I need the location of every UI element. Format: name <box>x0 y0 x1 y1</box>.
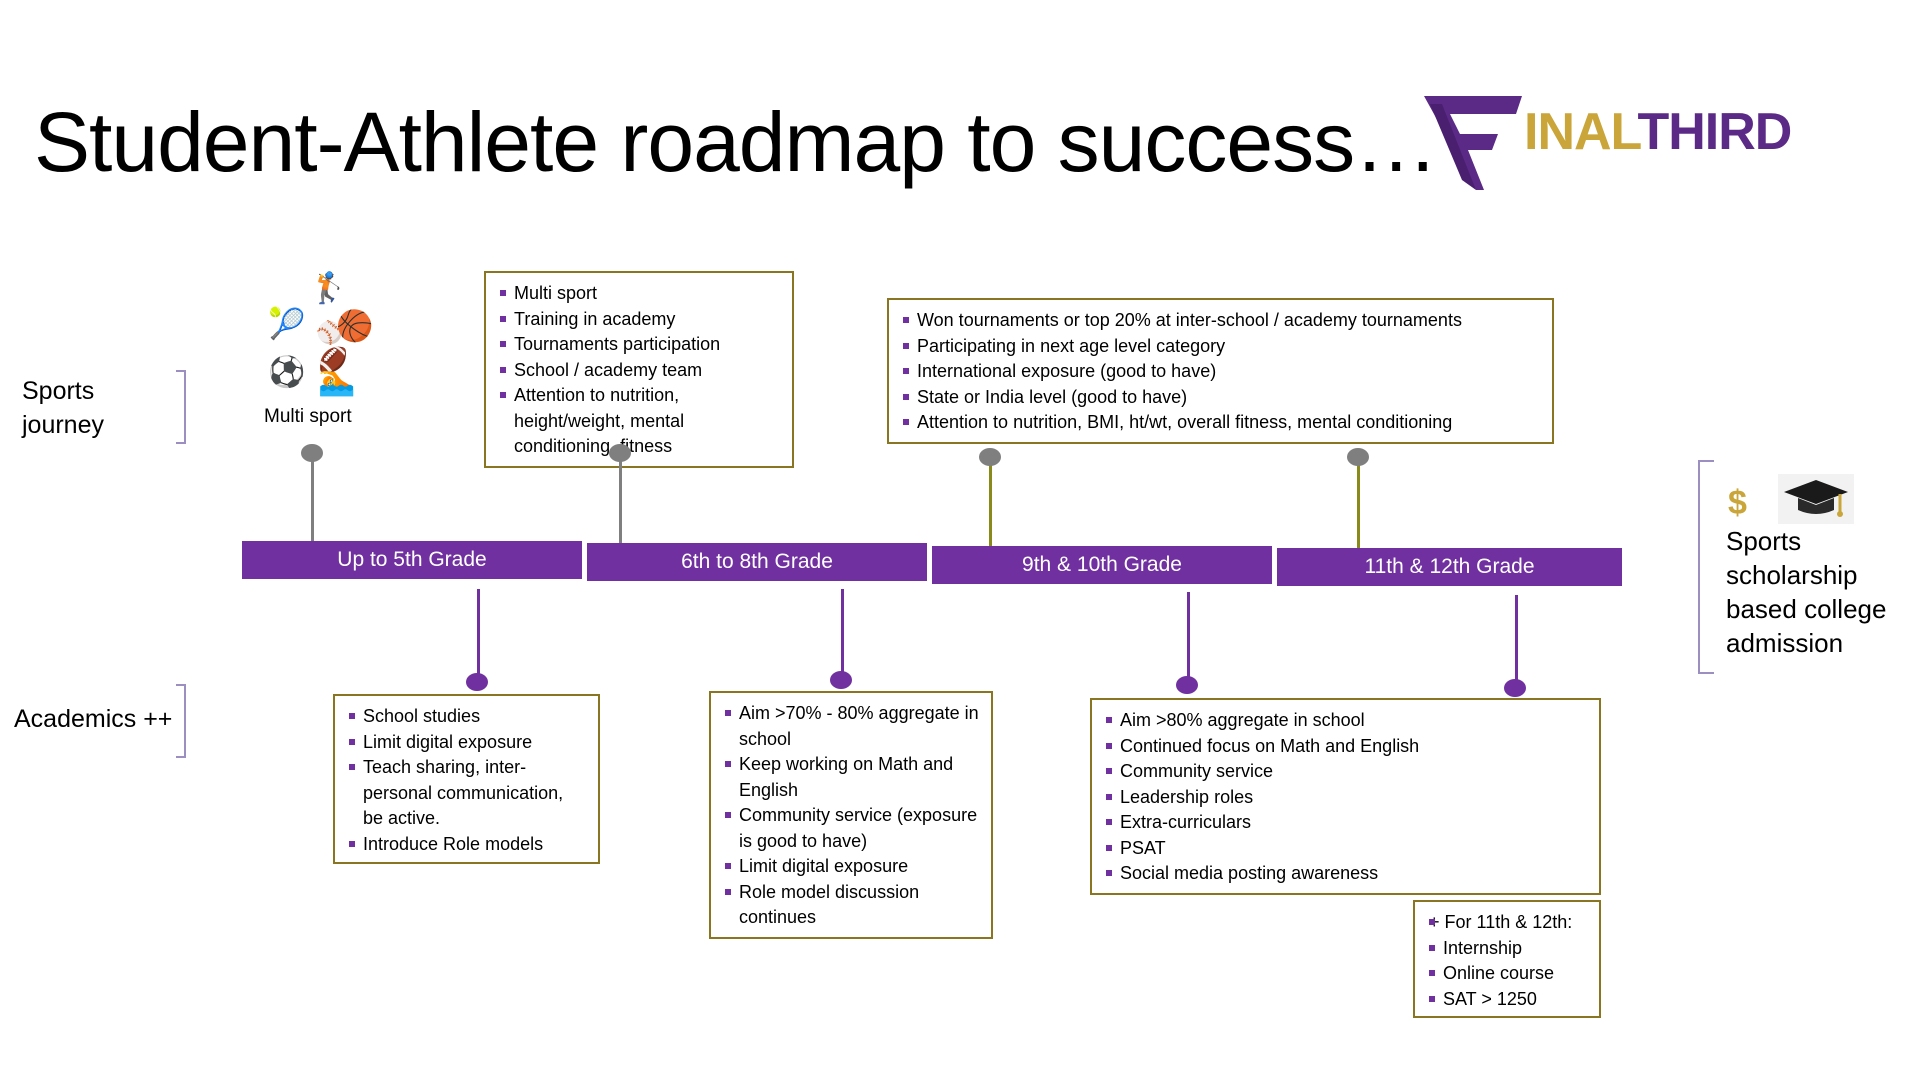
sports-journey-label: Sports journey <box>22 377 104 439</box>
multi-sport-icons: 🏌 🎾 ⚾ 🏀 ⚽ 🏈 🏊 <box>268 272 378 402</box>
football-icon: 🏈 <box>318 347 348 374</box>
list-item: State or India level (good to have) <box>903 385 1542 411</box>
list-item: Attention to nutrition, height/weight, m… <box>500 383 782 460</box>
academics-label: Academics ++ <box>14 705 173 733</box>
academic-stem-up-to-5 <box>477 589 480 677</box>
list-item: Leadership roles <box>1106 785 1589 811</box>
sports-box-9-12: Won tournaments or top 20% at inter-scho… <box>887 298 1554 444</box>
outcome-bracket <box>1698 460 1714 674</box>
list-item: School / academy team <box>500 358 782 384</box>
academic-pin-11-12 <box>1504 679 1526 697</box>
dollar-icon: $ <box>1728 484 1747 522</box>
list-item: Limit digital exposure <box>349 730 588 756</box>
outcome-text: Sports scholarship based college admissi… <box>1726 526 1887 658</box>
tennis-icon: 🎾 <box>268 308 306 341</box>
academic-box-9-12: Aim >80% aggregate in school Continued f… <box>1090 698 1601 895</box>
list-item: Community service <box>1106 759 1589 785</box>
pin-up-to-5 <box>301 444 323 462</box>
pin-6-8 <box>609 444 631 462</box>
stem-9-10 <box>989 459 992 551</box>
list-item: Aim >80% aggregate in school <box>1106 708 1589 734</box>
page-title: Student-Athlete roadmap to success… <box>34 95 1438 189</box>
baseball-icon: ⚾ <box>316 320 344 345</box>
academic-box-up-to-5: School studies Limit digital exposure Te… <box>333 694 600 864</box>
list-item: Participating in next age level category <box>903 334 1542 360</box>
stem-11-12 <box>1357 459 1360 553</box>
list-item: School studies <box>349 704 588 730</box>
list-item: Attention to nutrition, BMI, ht/wt, over… <box>903 410 1542 436</box>
list-item: Tournaments participation <box>500 332 782 358</box>
list-item: PSAT <box>1106 836 1589 862</box>
academic-stem-11-12 <box>1515 595 1518 683</box>
list-item: Internship <box>1429 936 1589 962</box>
list-item: Online course <box>1429 961 1589 987</box>
stem-up-to-5 <box>311 456 314 544</box>
logo-f-mark <box>1424 96 1522 190</box>
list-item: Training in academy <box>500 307 782 333</box>
list-item: Community service (exposure is good to h… <box>725 803 981 854</box>
academics-bracket <box>176 684 186 758</box>
golf-icon: 🏌 <box>310 272 348 305</box>
basketball-icon: 🏀 <box>336 310 374 343</box>
list-item: Social media posting awareness <box>1106 861 1589 887</box>
multi-sport-label: Multi sport <box>264 406 352 427</box>
academic-pin-6-8 <box>830 671 852 689</box>
graduation-cap-icon <box>1778 474 1854 524</box>
list-item: Won tournaments or top 20% at inter-scho… <box>903 308 1542 334</box>
academic-box-extra: + For 11th & 12th: Internship Online cou… <box>1413 900 1601 1018</box>
pin-11-12 <box>1347 448 1369 466</box>
list-item: SAT > 1250 <box>1429 987 1589 1013</box>
logo-text-inal: INAL <box>1524 103 1638 161</box>
logo-text-third: THIRD <box>1637 103 1792 161</box>
segment-11-12: 11th & 12th Grade <box>1277 548 1622 586</box>
soccer-icon: ⚽ <box>268 356 306 389</box>
segment-9-10: 9th & 10th Grade <box>932 546 1272 584</box>
list-item: International exposure (good to have) <box>903 359 1542 385</box>
list-item: Keep working on Math and English <box>725 752 981 803</box>
extra-heading: + For 11th & 12th: <box>1429 910 1589 936</box>
academic-box-6-8: Aim >70% - 80% aggregate in school Keep … <box>709 691 993 939</box>
swimming-icon: 🏊 <box>318 364 356 397</box>
list-item: Aim >70% - 80% aggregate in school <box>725 701 981 752</box>
finalthird-logo: INALTHIRD <box>1420 92 1860 192</box>
list-item: Limit digital exposure <box>725 854 981 880</box>
academic-stem-6-8 <box>841 589 844 675</box>
academic-stem-9-10 <box>1187 592 1190 680</box>
segment-6-8: 6th to 8th Grade <box>587 543 927 581</box>
list-item: Continued focus on Math and English <box>1106 734 1589 760</box>
stem-6-8 <box>619 455 622 547</box>
pin-9-10 <box>979 448 1001 466</box>
list-item: Introduce Role models <box>349 832 588 858</box>
list-item: Extra-curriculars <box>1106 810 1589 836</box>
list-item: Teach sharing, inter-personal communicat… <box>349 755 588 832</box>
segment-up-to-5: Up to 5th Grade <box>242 541 582 579</box>
academic-pin-9-10 <box>1176 676 1198 694</box>
sports-journey-bracket <box>176 370 186 444</box>
academic-pin-up-to-5 <box>466 673 488 691</box>
sports-box-6-8: Multi sport Training in academy Tourname… <box>484 271 794 468</box>
list-item: Role model discussion continues <box>725 880 981 931</box>
list-item: Multi sport <box>500 281 782 307</box>
